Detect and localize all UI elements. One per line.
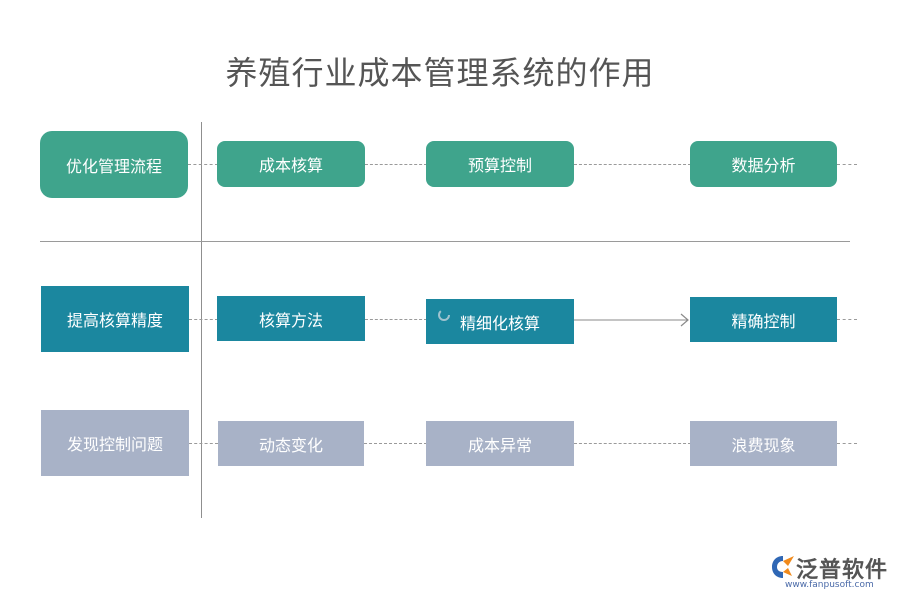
row3-item-dynamic-change: 动态变化 xyxy=(218,421,364,466)
row3-item-cost-anomaly: 成本异常 xyxy=(426,421,574,466)
connector-line xyxy=(364,443,427,444)
row2-item-method: 核算方法 xyxy=(217,296,365,341)
row2-item-precise-control: 精确控制 xyxy=(690,297,837,342)
vertical-divider xyxy=(201,122,202,518)
connector-line xyxy=(189,443,218,444)
connector-line xyxy=(837,319,857,320)
logo-url: www.fanpusoft.com xyxy=(785,580,874,590)
arrow-right-icon xyxy=(574,313,689,327)
row3-item-waste: 浪费现象 xyxy=(690,421,837,466)
connector-line xyxy=(189,319,218,320)
connector-line xyxy=(837,164,857,165)
connector-line xyxy=(574,164,691,165)
logo-name: 泛普软件 xyxy=(796,558,889,583)
row-head-precision: 提高核算精度 xyxy=(41,286,189,352)
connector-line xyxy=(365,164,427,165)
connector-line xyxy=(837,443,857,444)
row2-item-fine-accounting: 精细化核算 xyxy=(426,299,574,344)
diagram-title: 养殖行业成本管理系统的作用 xyxy=(225,54,655,92)
connector-line xyxy=(188,164,218,165)
row1-item-cost-accounting: 成本核算 xyxy=(217,141,365,187)
row1-item-data-analysis: 数据分析 xyxy=(690,141,837,187)
logo-icon xyxy=(772,556,794,578)
row-head-optimize: 优化管理流程 xyxy=(40,131,188,198)
row1-item-budget-control: 预算控制 xyxy=(426,141,574,187)
connector-line xyxy=(365,319,427,320)
loading-icon xyxy=(438,309,450,321)
connector-line xyxy=(574,443,691,444)
row-head-find-problems: 发现控制问题 xyxy=(41,410,189,476)
horizontal-divider xyxy=(40,241,850,242)
